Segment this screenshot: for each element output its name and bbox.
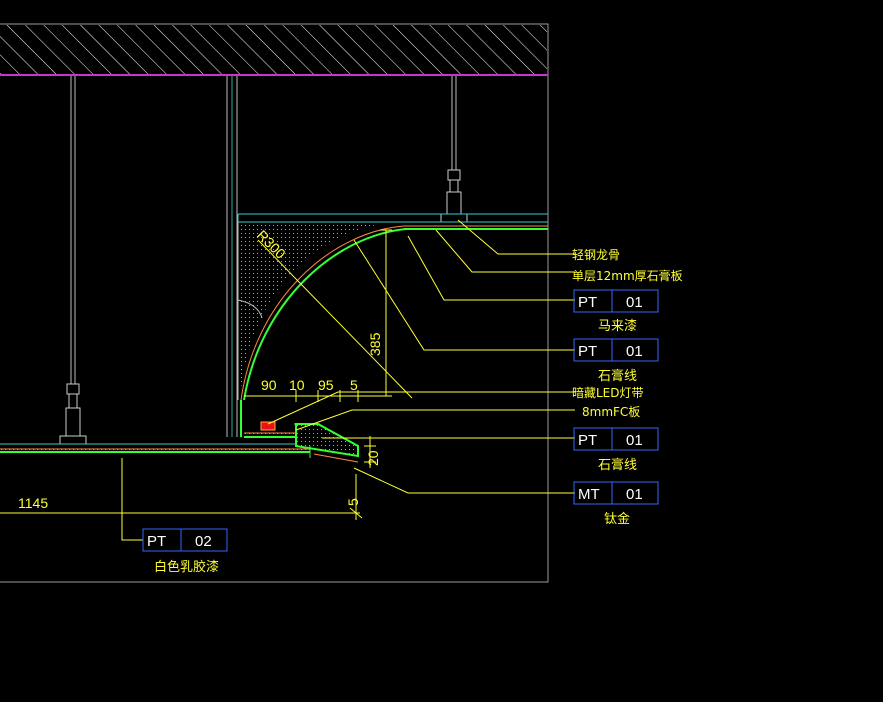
tag-number: 01	[626, 343, 643, 360]
dim-5-top: 5	[350, 377, 358, 393]
tag-number: 01	[626, 432, 643, 449]
material-tag-2: PT 01 石膏线	[573, 338, 659, 384]
label-gypsum-board: 单层12mm厚石膏板	[572, 268, 683, 283]
label-led-strip: 暗藏LED灯带	[572, 385, 644, 400]
label-fc-board: 8mmFC板	[582, 405, 640, 419]
leader-lines	[121, 219, 575, 541]
tag-desc: 马来漆	[598, 318, 637, 334]
tag-desc: 石膏线	[598, 457, 637, 473]
led-light-fixture	[260, 421, 276, 431]
dim-385: 385	[367, 332, 383, 356]
led-trough	[240, 400, 296, 438]
label-light-steel-keel: 轻钢龙骨	[572, 248, 620, 262]
tag-number: 01	[626, 486, 643, 503]
tag-code: PT	[578, 432, 597, 449]
tag-code: MT	[578, 486, 600, 503]
gypsum-cornice	[294, 423, 359, 458]
tag-desc: 钛金	[604, 511, 630, 527]
suspension-rods	[70, 76, 457, 437]
lower-ceiling	[0, 443, 359, 463]
concrete-slab	[0, 25, 548, 76]
dim-10: 10	[289, 377, 305, 393]
material-tag-1: PT 01 马来漆	[573, 289, 659, 334]
dimension-lines	[0, 229, 413, 520]
tag-code: PT	[578, 294, 597, 311]
cove-arc	[237, 221, 407, 401]
tag-desc: 石膏线	[598, 368, 637, 384]
hanger-left	[59, 383, 87, 445]
drawing-frame	[0, 23, 549, 583]
tag-number: 01	[626, 294, 643, 311]
tag-code: PT	[578, 343, 597, 360]
tag-code: PT	[147, 533, 166, 550]
tag-number: 02	[195, 533, 212, 550]
dim-20: 20	[365, 450, 381, 466]
tag-desc: 白色乳胶漆	[154, 559, 219, 575]
dim-5-bottom: 5	[345, 498, 361, 506]
material-tag-5: PT 02 白色乳胶漆	[142, 528, 228, 575]
dim-95: 95	[318, 377, 334, 393]
material-tag-4: MT 01 钛金	[573, 481, 659, 527]
dim-1145: 1145	[18, 495, 48, 511]
material-tag-3: PT 01 石膏线	[573, 427, 659, 473]
dim-90: 90	[261, 377, 277, 393]
